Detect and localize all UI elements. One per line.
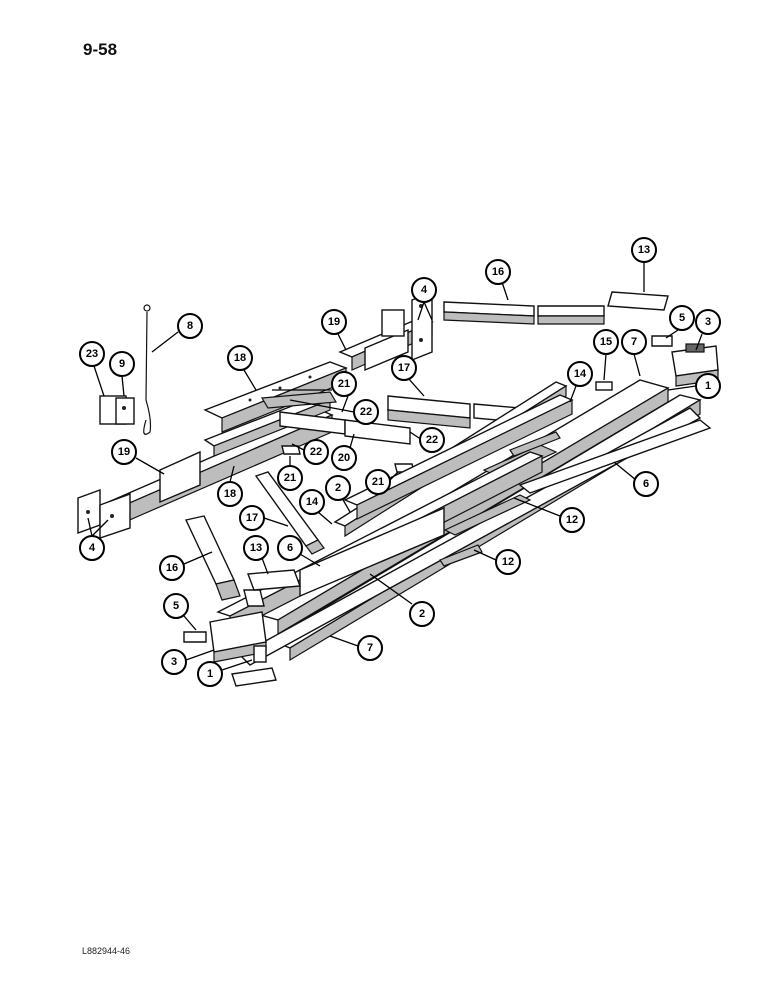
svg-text:2: 2 [335, 482, 341, 494]
callout-15: 15 [593, 329, 619, 381]
svg-text:6: 6 [287, 542, 293, 554]
callout-5: 5 [665, 305, 695, 339]
callout-16: 16 [485, 259, 511, 301]
svg-text:22: 22 [360, 406, 372, 418]
svg-text:13: 13 [638, 244, 650, 256]
page-number: 9-58 [83, 40, 118, 59]
callout-22: 22 [291, 439, 329, 465]
callout-5: 5 [163, 593, 197, 631]
diagonal-rail-2 [343, 394, 574, 520]
svg-text:8: 8 [187, 320, 193, 332]
svg-text:3: 3 [171, 656, 177, 668]
svg-text:20: 20 [338, 452, 350, 464]
lower-pin [183, 631, 207, 643]
right-flange-strip [518, 419, 712, 494]
callout-22: 22 [289, 399, 379, 425]
callout-12: 12 [513, 497, 585, 533]
callout-1: 1 [667, 373, 721, 399]
svg-text:16: 16 [166, 562, 178, 574]
callout-3: 3 [161, 649, 215, 675]
upper-end-bracket [671, 343, 719, 387]
callout-19: 19 [321, 309, 347, 351]
svg-text:9: 9 [119, 358, 125, 370]
callout-20: 20 [331, 433, 357, 471]
svg-text:19: 19 [118, 446, 130, 458]
upper-cross-tube [338, 290, 434, 372]
upper-pin [651, 335, 673, 347]
callout-4: 4 [79, 517, 109, 561]
callout-1: 1 [197, 659, 253, 687]
upper-mount-plate [607, 291, 669, 311]
callout-23: 23 [79, 341, 105, 397]
svg-text:18: 18 [234, 352, 246, 364]
svg-text:3: 3 [705, 316, 711, 328]
callout-17: 17 [239, 505, 289, 531]
svg-text:21: 21 [338, 378, 350, 390]
callout-8: 8 [151, 313, 203, 353]
callout-13: 13 [631, 237, 657, 292]
callout-4: 4 [411, 277, 437, 321]
lower-mount-plate [247, 569, 301, 591]
lower-end-bracket [209, 611, 277, 687]
svg-text:17: 17 [398, 362, 410, 374]
callout-3: 3 [695, 309, 721, 351]
svg-text:14: 14 [306, 496, 319, 508]
svg-text:22: 22 [310, 446, 322, 458]
svg-text:5: 5 [679, 312, 685, 324]
chain-hook [143, 304, 152, 435]
svg-text:1: 1 [705, 380, 711, 392]
svg-text:21: 21 [372, 476, 384, 488]
lower-support-tube [184, 515, 265, 607]
svg-text:1: 1 [207, 668, 213, 680]
spacer-plate [595, 381, 613, 391]
svg-text:12: 12 [566, 514, 578, 526]
svg-text:23: 23 [86, 348, 98, 360]
callout-2: 2 [369, 573, 435, 627]
svg-text:19: 19 [328, 316, 340, 328]
svg-text:15: 15 [600, 336, 612, 348]
callout-21: 21 [277, 456, 303, 491]
svg-text:12: 12 [502, 556, 514, 568]
callout-12: 12 [473, 549, 521, 575]
callout-6: 6 [613, 461, 659, 497]
svg-text:7: 7 [367, 642, 373, 654]
svg-text:6: 6 [643, 478, 649, 490]
lower-brace-tube [254, 471, 325, 555]
svg-text:4: 4 [89, 542, 96, 554]
svg-text:21: 21 [284, 472, 296, 484]
svg-text:13: 13 [250, 542, 262, 554]
svg-text:4: 4 [421, 284, 428, 296]
svg-text:2: 2 [419, 608, 425, 620]
drawing-code: L882944-46 [82, 946, 131, 956]
svg-text:18: 18 [224, 488, 236, 500]
callout-18: 18 [217, 465, 243, 507]
callout-9: 9 [109, 351, 135, 397]
upper-support-tube [443, 301, 605, 325]
callout-2: 2 [325, 475, 351, 513]
callout-13: 13 [243, 535, 269, 575]
svg-text:14: 14 [574, 368, 587, 380]
callout-7: 7 [329, 635, 383, 661]
svg-text:7: 7 [631, 336, 637, 348]
callout-18: 18 [227, 345, 257, 391]
callout-17: 17 [391, 355, 425, 397]
hanger-bracket [99, 395, 135, 425]
callout-14: 14 [567, 361, 593, 403]
svg-text:22: 22 [426, 434, 438, 446]
callout-19: 19 [111, 439, 165, 475]
callout-22: 22 [409, 427, 445, 453]
callout-14: 14 [299, 489, 333, 525]
callout-16: 16 [159, 551, 213, 581]
lower-frame-rail [216, 451, 544, 633]
callout-6: 6 [277, 535, 321, 567]
svg-text:16: 16 [492, 266, 504, 278]
svg-text:17: 17 [246, 512, 258, 524]
callout-7: 7 [621, 329, 647, 377]
callout-21: 21 [365, 469, 399, 495]
svg-text:5: 5 [173, 600, 179, 612]
